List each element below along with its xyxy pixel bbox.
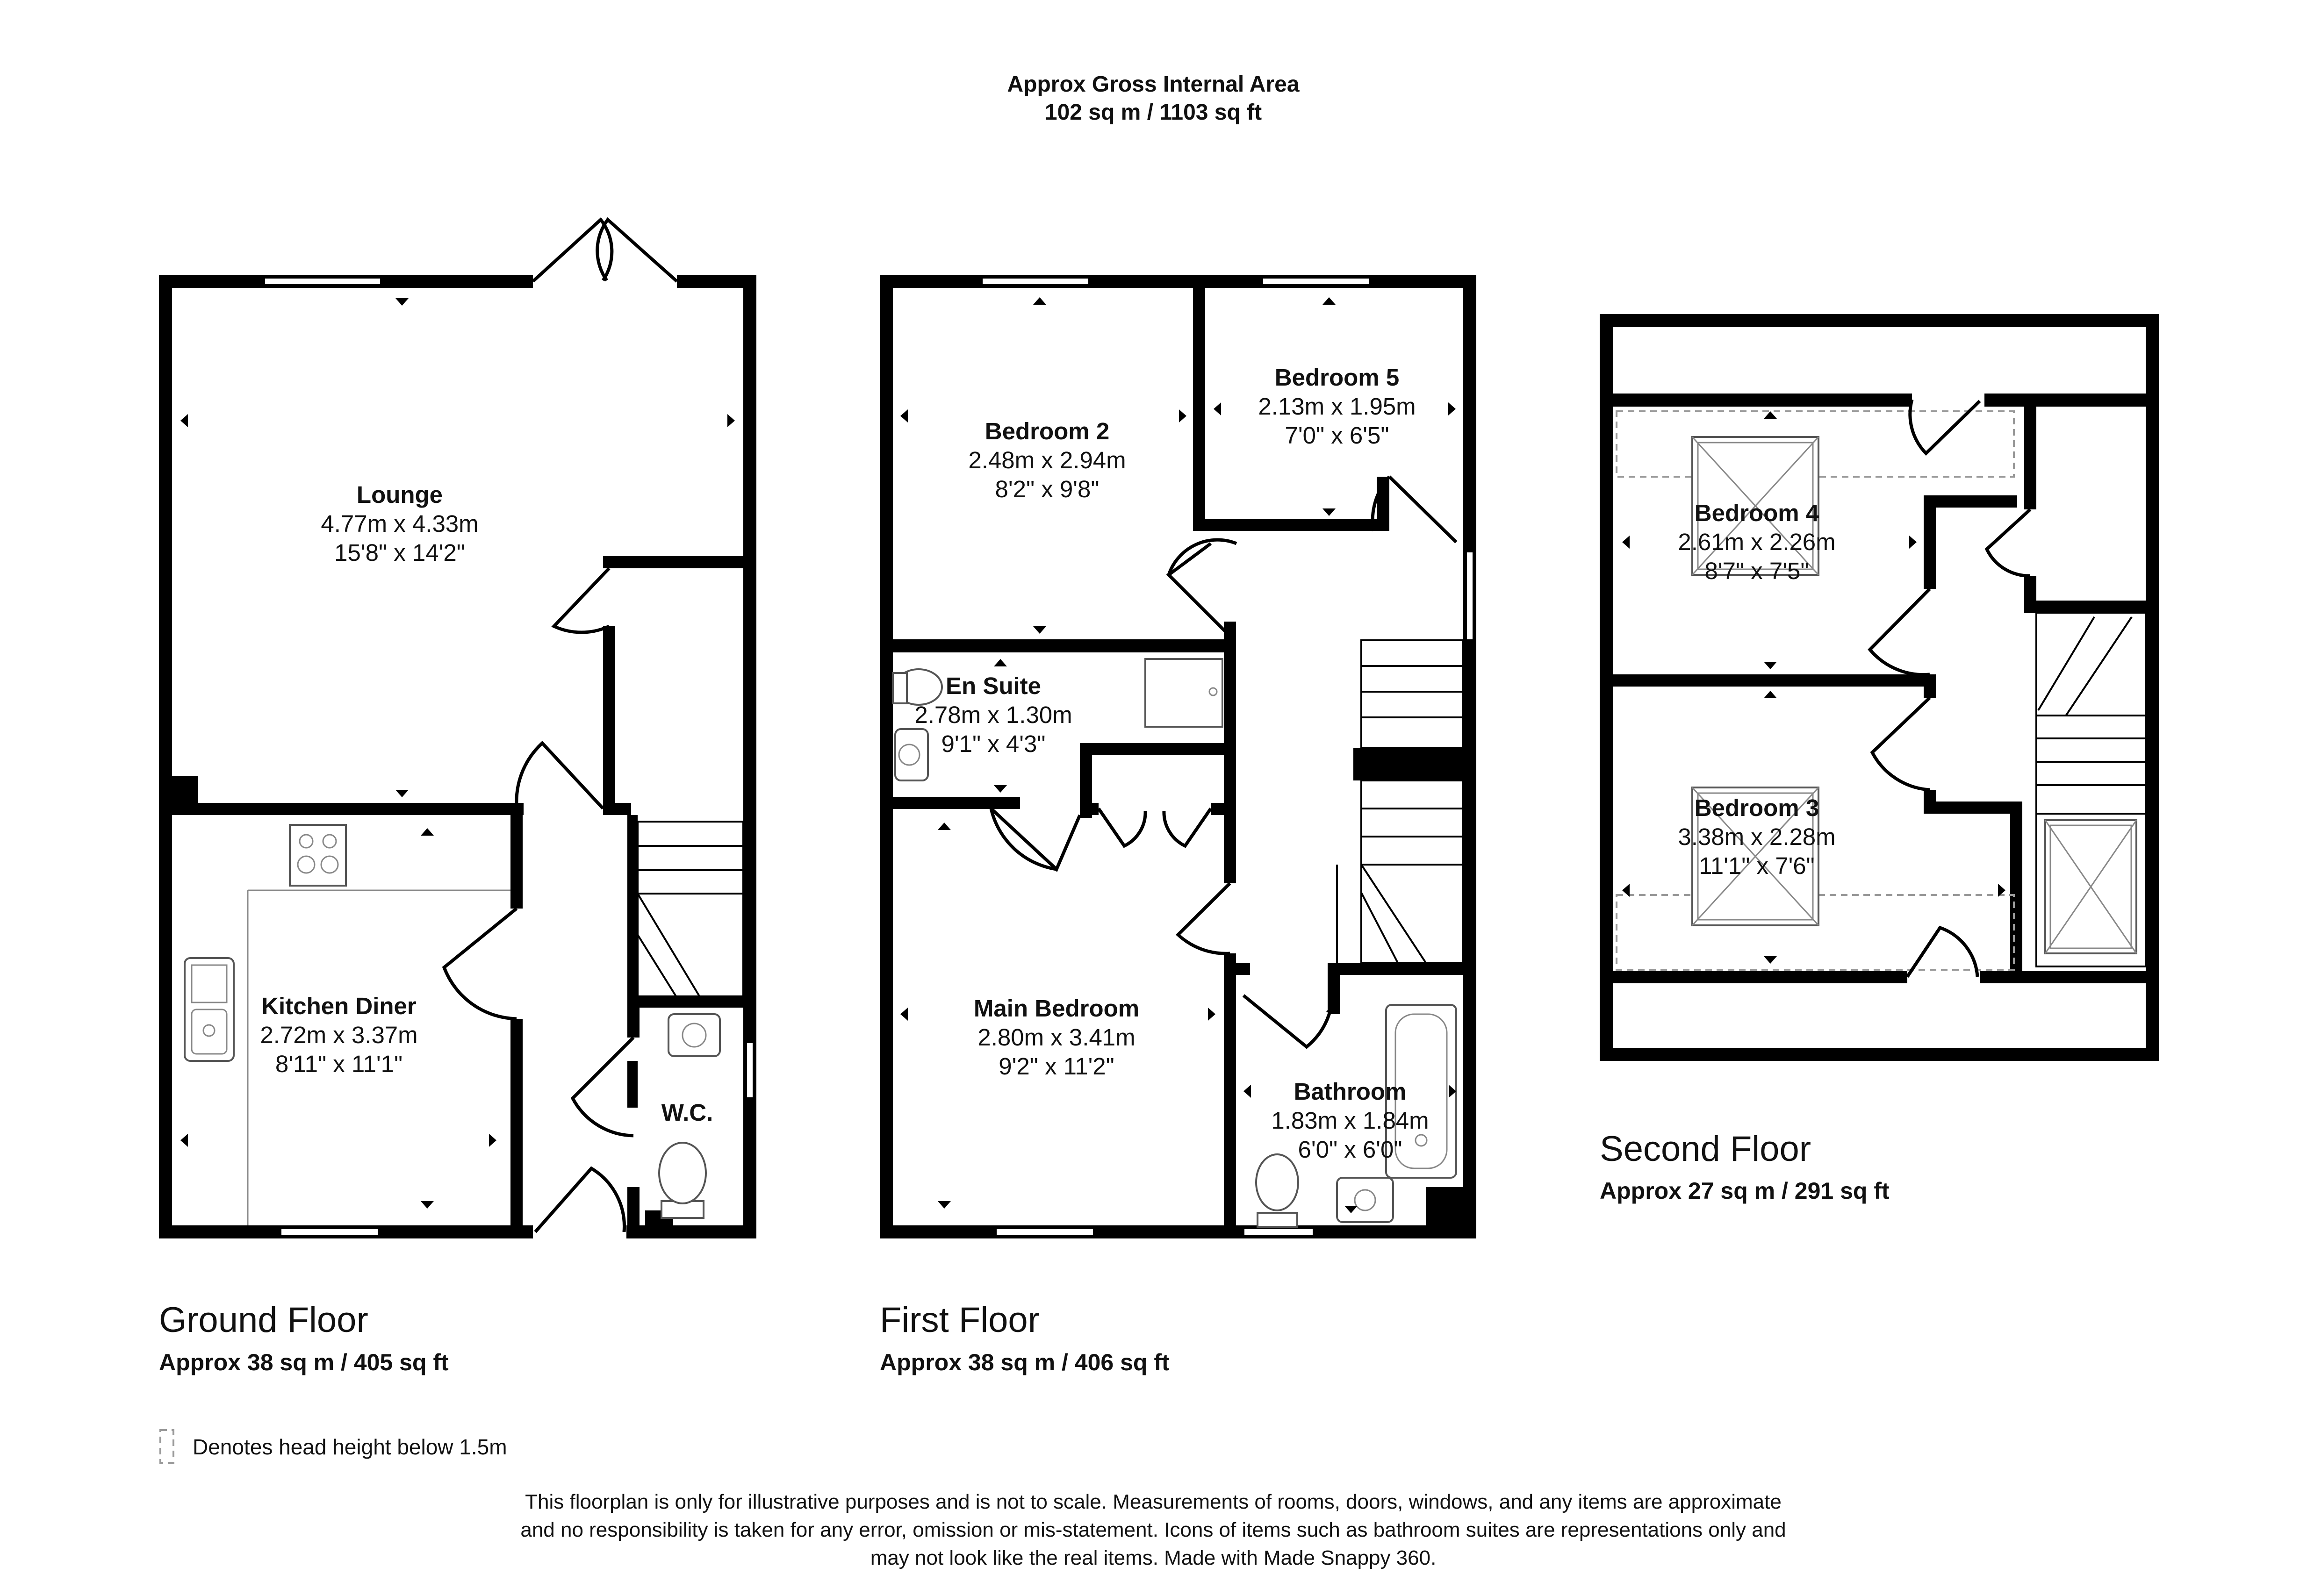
bedroom5-name: Bedroom 5 [1275, 364, 1399, 391]
kitchen-metric: 2.72m x 3.37m [260, 1022, 417, 1048]
head-height-legend-swatch [159, 1429, 174, 1464]
ensuite-metric: 2.78m x 1.30m [914, 701, 1072, 728]
bedroom2-name: Bedroom 2 [985, 418, 1109, 444]
ground-floor-plan [159, 217, 756, 1238]
bedroom4-metric: 2.61m x 2.26m [1678, 529, 1835, 555]
bedroom2-metric: 2.48m x 2.94m [968, 447, 1126, 473]
lounge-name: Lounge [357, 481, 443, 508]
disclaimer-line-1: This floorplan is only for illustrative … [525, 1490, 1782, 1513]
gross-area-value: 102 sq m / 1103 sq ft [1045, 100, 1262, 125]
second-floor-plan [1600, 314, 2159, 1061]
main-bedroom-name: Main Bedroom [974, 995, 1139, 1022]
head-height-legend-text: Denotes head height below 1.5m [193, 1435, 507, 1459]
bedroom5-metric: 2.13m x 1.95m [1258, 393, 1416, 420]
first-floor-plan [880, 275, 1476, 1238]
second-floor-area: Approx 27 sq m / 291 sq ft [1600, 1178, 1890, 1204]
lounge-metric: 4.77m x 4.33m [321, 510, 478, 537]
disclaimer-line-2: and no responsibility is taken for any e… [520, 1518, 1786, 1541]
kitchen-imperial: 8'11" x 11'1" [275, 1051, 402, 1077]
ensuite-imperial: 9'1" x 4'3" [941, 730, 1046, 757]
gross-area-title: Approx Gross Internal Area [1007, 72, 1299, 97]
kitchen-name: Kitchen Diner [261, 993, 417, 1019]
bedroom3-metric: 3.38m x 2.28m [1678, 823, 1835, 850]
wc-name: W.C. [661, 1099, 713, 1126]
bathroom-imperial: 6'0" x 6'0" [1298, 1136, 1402, 1163]
bedroom3-imperial: 11'1" x 7'6" [1699, 852, 1815, 879]
main-bedroom-metric: 2.80m x 3.41m [977, 1024, 1135, 1051]
ground-floor-name: Ground Floor [159, 1300, 368, 1340]
bathroom-name: Bathroom [1294, 1078, 1407, 1105]
bedroom4-imperial: 8'7" x 7'5" [1705, 558, 1809, 584]
lounge-imperial: 15'8" x 14'2" [334, 539, 465, 566]
bedroom3-name: Bedroom 3 [1695, 794, 1819, 821]
second-floor-name: Second Floor [1600, 1129, 1811, 1169]
bathroom-metric: 1.83m x 1.84m [1271, 1107, 1429, 1134]
ensuite-name: En Suite [946, 673, 1041, 699]
disclaimer-line-3: may not look like the real items. Made w… [870, 1546, 1437, 1569]
bedroom2-imperial: 8'2" x 9'8" [995, 476, 1100, 502]
first-floor-area: Approx 38 sq m / 406 sq ft [880, 1349, 1170, 1375]
bedroom4-name: Bedroom 4 [1695, 500, 1819, 526]
ground-floor-area: Approx 38 sq m / 405 sq ft [159, 1349, 449, 1375]
first-floor-name: First Floor [880, 1300, 1040, 1340]
main-bedroom-imperial: 9'2" x 11'2" [999, 1053, 1114, 1080]
bedroom5-imperial: 7'0" x 6'5" [1285, 422, 1389, 449]
